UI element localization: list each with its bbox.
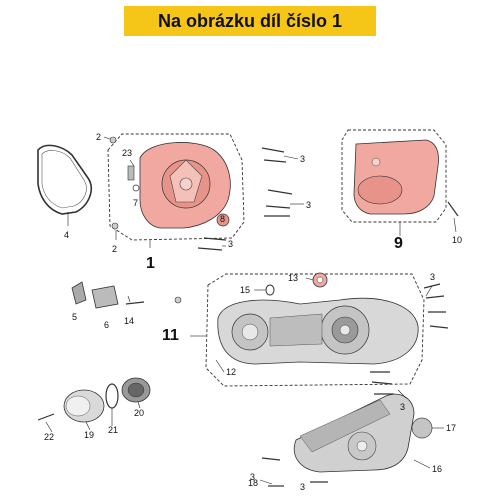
label-21: 21 — [108, 425, 118, 435]
gasket-part-4 — [37, 144, 92, 215]
label-6: 6 — [104, 320, 109, 330]
bolt-part-10 — [447, 201, 459, 217]
group-outline-crankcase-11 — [205, 273, 425, 387]
label-1: 1 — [146, 255, 155, 272]
transmission-cover-part-9 — [353, 139, 439, 215]
label-3b: 3 — [306, 200, 311, 210]
label-17: 17 — [446, 423, 456, 433]
banner-text: Na obrázku díl číslo 1 — [157, 10, 343, 31]
label-7: 7 — [133, 198, 138, 208]
oring-part-15 — [265, 284, 275, 296]
bracket-part-5 — [71, 281, 87, 305]
label-9: 9 — [394, 235, 403, 252]
label-2b: 2 — [112, 244, 117, 254]
filter-disc-part-17 — [411, 417, 433, 439]
label-15: 15 — [240, 285, 250, 295]
title-banner: Na obrázku díl číslo 1 — [124, 6, 376, 36]
label-18: 18 — [248, 478, 258, 488]
label-23: 23 — [122, 148, 132, 158]
label-19: 19 — [84, 430, 94, 440]
label-3a: 3 — [300, 154, 305, 164]
label-3d: 3 — [430, 272, 435, 282]
ring-part-21 — [105, 383, 119, 409]
bolt-group-3-upper — [197, 147, 293, 251]
label-12: 12 — [226, 367, 236, 377]
label-20: 20 — [134, 408, 144, 418]
bolt-part-14 — [125, 301, 145, 305]
label-10: 10 — [452, 235, 462, 245]
label-3c: 3 — [228, 239, 233, 249]
label-22: 22 — [44, 432, 54, 442]
group-outline-cover-9 — [341, 129, 447, 223]
label-2a: 2 — [96, 132, 101, 142]
leader-lines — [45, 136, 457, 485]
label-4: 4 — [64, 230, 69, 240]
label-16: 16 — [432, 464, 442, 474]
label-14: 14 — [124, 316, 134, 326]
label-3e: 3 — [400, 402, 405, 412]
label-3f: 3 — [250, 472, 255, 482]
label-13: 13 — [288, 273, 298, 283]
label-3g: 3 — [300, 482, 305, 492]
group-outline-cover-1 — [107, 133, 245, 241]
label-5: 5 — [72, 312, 77, 322]
label-8: 8 — [220, 214, 225, 224]
bracket-part-6 — [91, 285, 119, 309]
label-11: 11 — [162, 327, 179, 344]
